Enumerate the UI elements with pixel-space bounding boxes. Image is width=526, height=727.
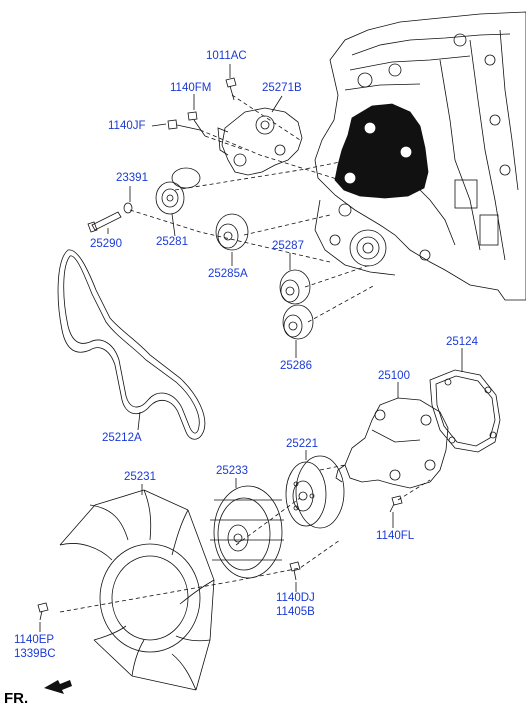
callout-25221: 25221	[286, 438, 318, 450]
washer-23391	[123, 202, 133, 214]
idler-pulley-25287	[279, 269, 311, 305]
idler-pulley-25281	[155, 167, 201, 215]
direction-label: FR.	[4, 690, 29, 707]
tensioner-assembly	[217, 107, 303, 176]
bolt-1140DJ	[289, 561, 301, 581]
leader-lines	[59, 94, 431, 613]
callout-25287: 25287	[272, 240, 304, 252]
callout-1140EP: 1140EP	[14, 634, 55, 646]
callout-25285A: 25285A	[208, 268, 248, 280]
idler-pulley-25285A	[215, 213, 249, 251]
callout-leaders	[39, 64, 463, 632]
cooling-fan	[59, 489, 215, 691]
callout-1011AC: 1011AC	[206, 50, 247, 62]
bolt-1140FM	[187, 111, 206, 137]
callout-1140FL: 1140FL	[376, 530, 415, 542]
callout-11405B: 11405B	[276, 606, 315, 618]
engine-bracket	[334, 103, 429, 199]
callout-25233: 25233	[216, 465, 248, 477]
bolt-1140EP	[37, 602, 49, 621]
callout-1140FM: 1140FM	[170, 82, 212, 94]
gasket	[429, 369, 501, 453]
fan-clutch	[210, 485, 284, 579]
callout-1339BC: 1339BC	[14, 648, 56, 660]
callout-25100: 25100	[378, 370, 410, 382]
bolt-1140FL	[389, 495, 403, 513]
callout-25212A: 25212A	[102, 432, 142, 444]
water-pump	[335, 397, 449, 489]
pump-pulley	[285, 455, 345, 529]
callout-25290: 25290	[90, 238, 122, 250]
callout-23391: 23391	[116, 172, 148, 184]
callout-25271B: 25271B	[262, 82, 302, 94]
idler-pulley-25286	[282, 304, 314, 340]
callout-25124: 25124	[446, 336, 478, 348]
serpentine-belt	[57, 249, 206, 440]
bolt-25290	[87, 211, 122, 233]
callout-1140DJ: 1140DJ	[276, 592, 315, 604]
bolt-1140JF	[167, 119, 201, 131]
callout-1140JF: 1140JF	[108, 120, 146, 132]
callout-25281: 25281	[156, 236, 188, 248]
callout-25286: 25286	[280, 360, 312, 372]
arrow-icon	[44, 680, 72, 694]
engine-block	[314, 11, 526, 301]
callout-25231: 25231	[124, 471, 156, 483]
bolt-1011AC	[225, 77, 237, 101]
